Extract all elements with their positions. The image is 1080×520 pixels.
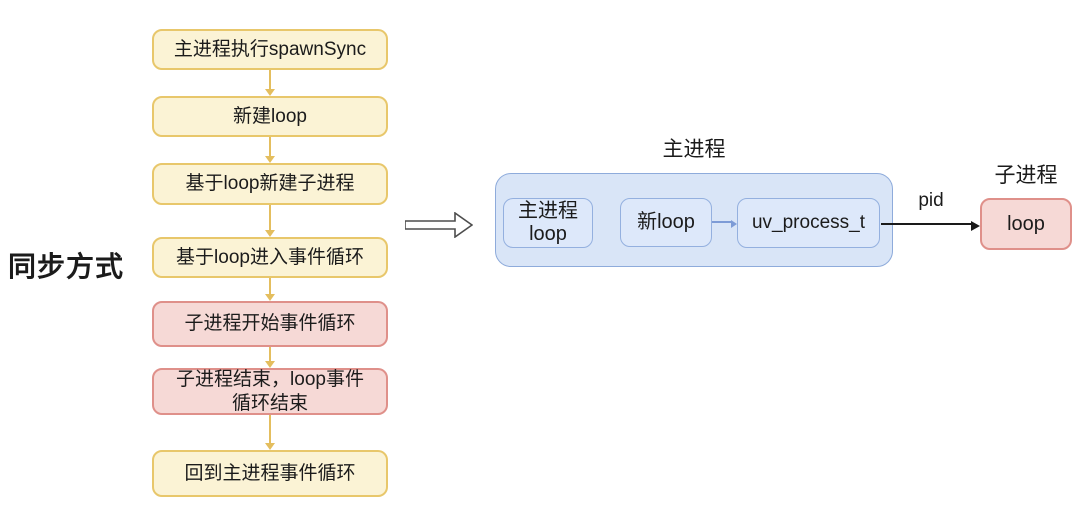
- main-loop-box: 主进程 loop: [503, 198, 593, 248]
- flow-step-create-child: 基于loop新建子进程: [152, 163, 388, 205]
- transform-arrow-icon: [405, 212, 473, 238]
- main-process-title: 主进程: [662, 138, 726, 161]
- down-arrow-icon: [265, 205, 275, 237]
- uv-process-t-box: uv_process_t: [737, 198, 880, 248]
- flow-step-child-end: 子进程结束，loop事件 循环结束: [152, 368, 388, 415]
- new-loop-box: 新loop: [620, 198, 712, 247]
- flow-step-spawnsync: 主进程执行spawnSync: [152, 29, 388, 70]
- down-arrow-icon: [265, 70, 275, 96]
- sync-mode-label: 同步方式: [8, 251, 125, 282]
- pid-arrow-icon: [881, 221, 980, 231]
- flow-step-return-main: 回到主进程事件循环: [152, 450, 388, 497]
- flow-step-enter-event-loop: 基于loop进入事件循环: [152, 237, 388, 278]
- child-loop-box: loop: [980, 198, 1072, 250]
- down-arrow-icon: [265, 347, 275, 368]
- down-arrow-icon: [265, 278, 275, 301]
- pid-label: pid: [918, 190, 944, 211]
- child-process-title: 子进程: [994, 164, 1058, 187]
- right-arrow-icon: [712, 220, 737, 228]
- flow-step-new-loop: 新建loop: [152, 96, 388, 137]
- down-arrow-icon: [265, 137, 275, 163]
- flow-step-child-start: 子进程开始事件循环: [152, 301, 388, 347]
- down-arrow-icon: [265, 415, 275, 450]
